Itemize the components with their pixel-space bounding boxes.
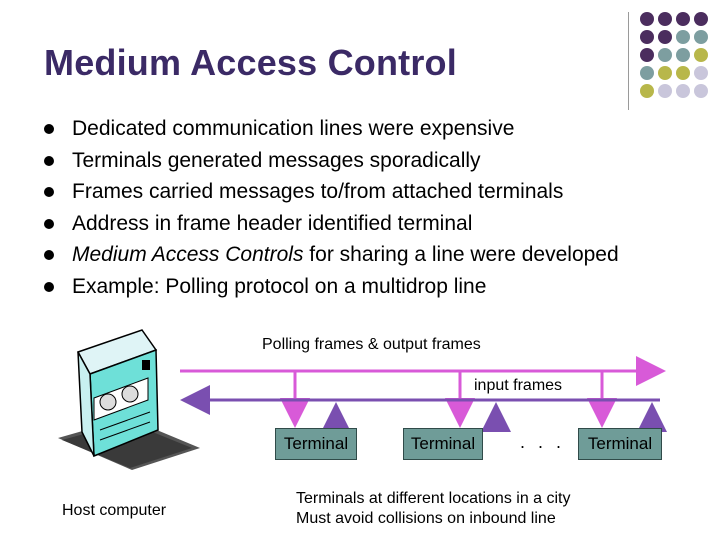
host-computer-icon [58,329,200,470]
bullet-item: Dedicated communication lines were expen… [44,113,619,145]
host-computer-label: Host computer [62,502,167,519]
bullet-dot [44,124,54,134]
terminal-box: Terminal [275,428,357,460]
terminal-box: Terminal [403,428,483,460]
more-terminals-ellipsis: . . . [520,432,566,452]
bullet-dot [44,250,54,260]
bullet-text: for sharing a line were developed [303,243,619,266]
diagram-caption-line-2: Must avoid collisions on inbound line [296,510,556,527]
bullet-dot [44,281,54,292]
bullet-item: Frames carried messages to/from attached… [44,176,619,208]
bullet-dot [44,187,54,197]
inbound-line [180,385,667,432]
title-divider-line [628,12,629,110]
bullet-list: Dedicated communication lines were expen… [44,113,619,302]
bullet-emphasis: Medium Access Controls [72,243,304,266]
bullet-text: Frames carried messages to/from attached… [72,180,564,203]
inbound-frames-label: input frames [474,377,563,394]
bullet-item: Address in frame header identified termi… [44,208,619,240]
bullet-item: Medium Access Controls for sharing a lin… [44,239,619,271]
bullet-dot [44,218,54,229]
bullet-item: Terminals generated messages sporadicall… [44,145,619,177]
terminal-box: Terminal [578,428,662,460]
diagram-caption-line-1: Terminals at different locations in a ci… [296,490,571,507]
bullet-dot [44,155,54,166]
bullet-text: Dedicated communication lines were expen… [72,117,515,140]
bullet-text: Address in frame header identified termi… [72,211,473,235]
bullet-text: Example: Polling protocol on a multidrop… [72,274,487,298]
slide-title: Medium Access Control [44,42,457,83]
outbound-frames-label: Polling frames & output frames [262,336,481,353]
outbound-polling-line [180,356,666,428]
bullet-item: Example: Polling protocol on a multidrop… [44,271,619,303]
bullet-text: Terminals generated messages sporadicall… [72,148,481,172]
